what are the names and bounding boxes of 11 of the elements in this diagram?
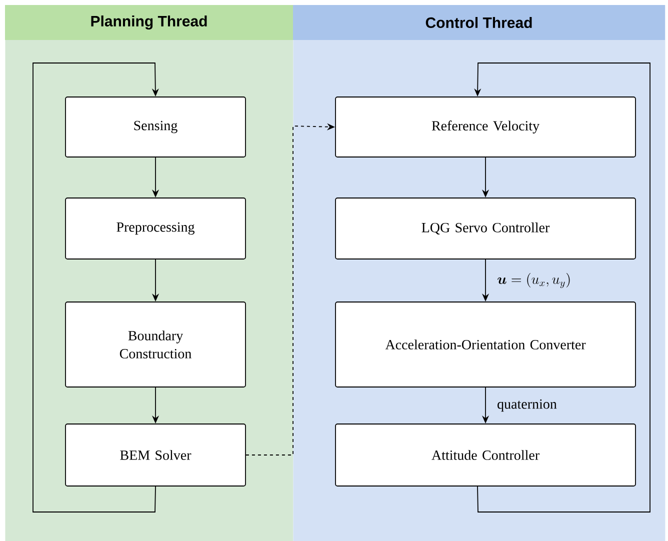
process-box: BEM Solver [65, 424, 246, 486]
process-box: Boundary Construction [65, 302, 246, 388]
process-box: Attitude Controller [335, 424, 636, 486]
arrow [32, 62, 159, 512]
process-box: Preprocessing [65, 198, 246, 260]
process-box: Sensing [65, 96, 246, 158]
edge-label: $\boldsymbol{u} = (u_x, u_y)$ [498, 273, 570, 288]
process-box: LQG Servo Controller [335, 198, 636, 260]
process-box: Reference Velocity [335, 96, 636, 158]
edge-label: quaternion [498, 399, 557, 412]
process-box: Acceleration-Orientation Converter [335, 302, 636, 388]
